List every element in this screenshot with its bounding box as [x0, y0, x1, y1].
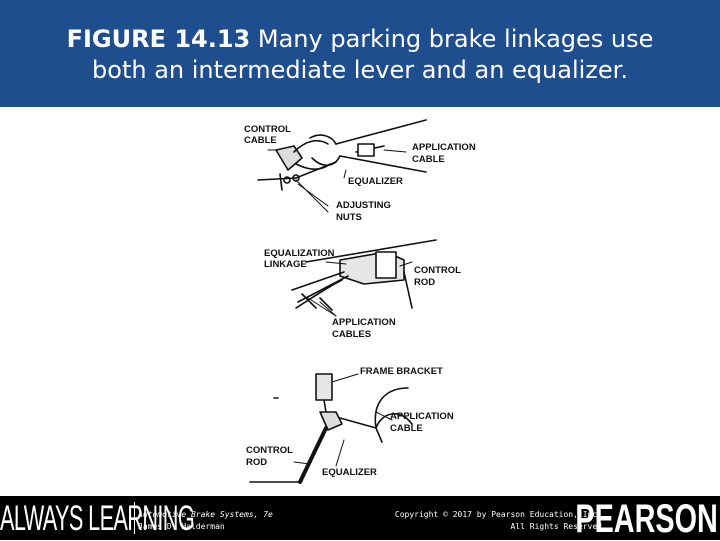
always-text: ALWAYS — [0, 499, 83, 538]
caption-line-2: both an intermediate lever and an equali… — [92, 56, 628, 84]
label-equalization-linkage-2: LINKAGE — [264, 259, 307, 270]
figure-number: FIGURE 14.13 — [66, 25, 251, 53]
book-author: James D. Halderman — [138, 522, 225, 531]
label-adjusting-nuts-1: ADJUSTING — [336, 200, 391, 211]
label-adjusting-nuts-2: NUTS — [336, 212, 362, 223]
label-application-cables-1: APPLICATION — [332, 317, 396, 328]
rights-text: All Rights Reserved — [510, 522, 602, 531]
parking-brake-linkage-illustration: CONTROL CABLE APPLICATION CABLE EQUALIZE… — [244, 119, 476, 484]
slide-header: FIGURE 14.13 Many parking brake linkages… — [0, 0, 720, 107]
label-control-rod-mid-2: ROD — [414, 277, 435, 288]
book-info: Automotive Brake Systems, 7e James D. Ha… — [138, 509, 273, 533]
label-application-cable-bottom-2: CABLE — [390, 423, 423, 434]
copyright-text: Copyright © 2017 by Pearson Education, I… — [394, 510, 602, 519]
label-application-cable-bottom-1: APPLICATION — [390, 411, 454, 422]
label-frame-bracket: FRAME BRACKET — [360, 366, 443, 377]
learning-text: LEARNING — [88, 499, 195, 538]
label-control-cable-1: CONTROL — [244, 124, 291, 135]
book-title: Automotive Brake Systems, 7e — [138, 510, 273, 519]
copyright-notice: Copyright © 2017 by Pearson Education, I… — [395, 509, 602, 533]
middle-linkage-drawing — [291, 239, 437, 311]
caption-line-1: FIGURE 14.13 Many parking brake linkages… — [0, 24, 720, 55]
label-equalization-linkage-1: EQUALIZATION — [264, 248, 335, 259]
label-control-cable-2: CABLE — [244, 135, 277, 146]
label-application-cable-top-1: APPLICATION — [412, 142, 476, 153]
label-equalizer-bottom: EQUALIZER — [322, 467, 377, 478]
label-application-cables-2: CABLES — [332, 329, 371, 340]
footer-divider — [134, 502, 135, 534]
caption-text-1: Many parking brake linkages use — [257, 25, 654, 53]
bottom-linkage-drawing — [249, 373, 413, 484]
label-control-rod-bottom-1: CONTROL — [246, 445, 293, 456]
top-linkage-drawing — [257, 119, 427, 191]
pearson-logo: PEARSON — [575, 497, 718, 541]
always-learning-logo: ALWAYS LEARNING — [0, 498, 195, 540]
slide-footer: ALWAYS LEARNING Automotive Brake Systems… — [0, 496, 720, 540]
label-control-rod-bottom-2: ROD — [246, 457, 267, 468]
label-control-rod-mid-1: CONTROL — [414, 265, 461, 276]
label-equalizer-top: EQUALIZER — [348, 176, 403, 187]
label-application-cable-top-2: CABLE — [412, 154, 445, 165]
